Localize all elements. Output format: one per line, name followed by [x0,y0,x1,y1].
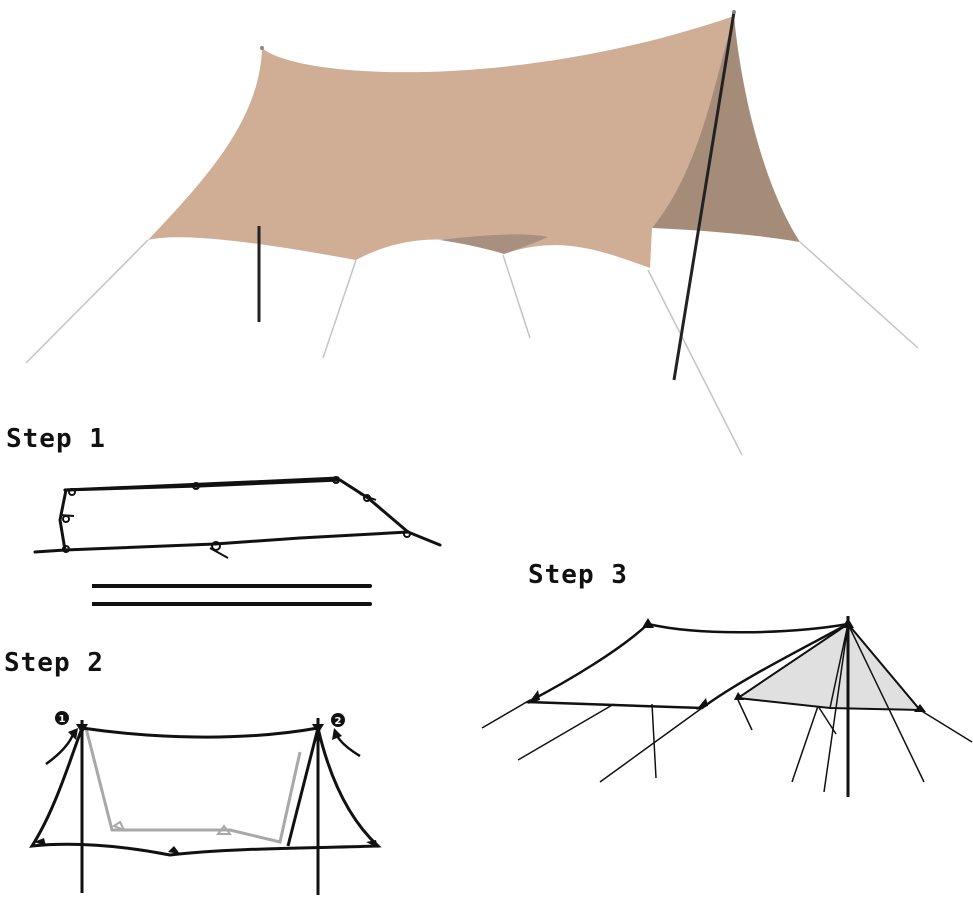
hero-tarp-canopy [148,16,734,268]
hero-pole-right [672,11,736,381]
step3-guylines [481,623,973,783]
svg-text:2: 2 [335,716,342,727]
step2-tarp-outline [29,726,382,857]
hero-tarp-side-panel [652,16,800,242]
step1-tarp-top [63,476,340,492]
hero-tarp-underside [440,234,548,254]
step2-label: Step 2 [4,648,104,678]
step2-ground-outline [84,727,302,844]
step2-marker-2: 2 [331,713,345,727]
hero-guylines [25,239,919,456]
step3-label: Step 3 [528,560,628,590]
svg-text:1: 1 [59,714,66,725]
step2-marker-1: 1 [55,711,69,725]
step1-label: Step 1 [6,424,106,454]
step1-tarp-outline [33,478,442,554]
